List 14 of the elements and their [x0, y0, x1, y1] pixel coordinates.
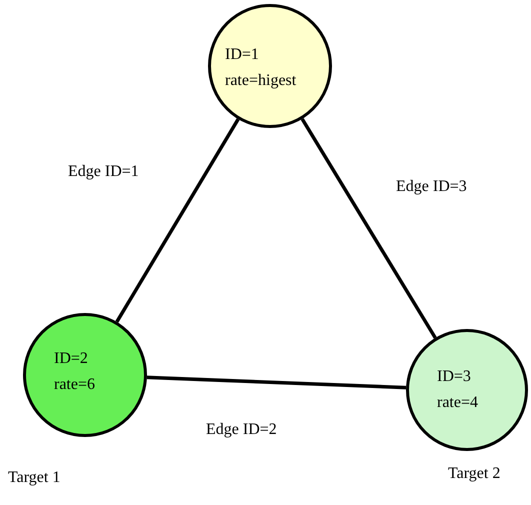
node-caption: Target 1 [8, 468, 60, 488]
connector-line [146, 376, 406, 390]
node-text: rate=6 [54, 375, 95, 395]
node-text: rate=higest [225, 71, 296, 91]
node-text: ID=1 [225, 45, 260, 65]
node-caption: Target 2 [448, 464, 500, 484]
connector-line [300, 118, 437, 339]
edge-label: Edge ID=3 [396, 177, 467, 197]
node-text: ID=2 [54, 349, 89, 369]
connector-line [115, 118, 240, 323]
edge-label: Edge ID=1 [68, 162, 139, 182]
edge-label: Edge ID=2 [206, 420, 277, 440]
node-text: rate=4 [437, 393, 478, 413]
node-text: ID=3 [437, 367, 472, 387]
